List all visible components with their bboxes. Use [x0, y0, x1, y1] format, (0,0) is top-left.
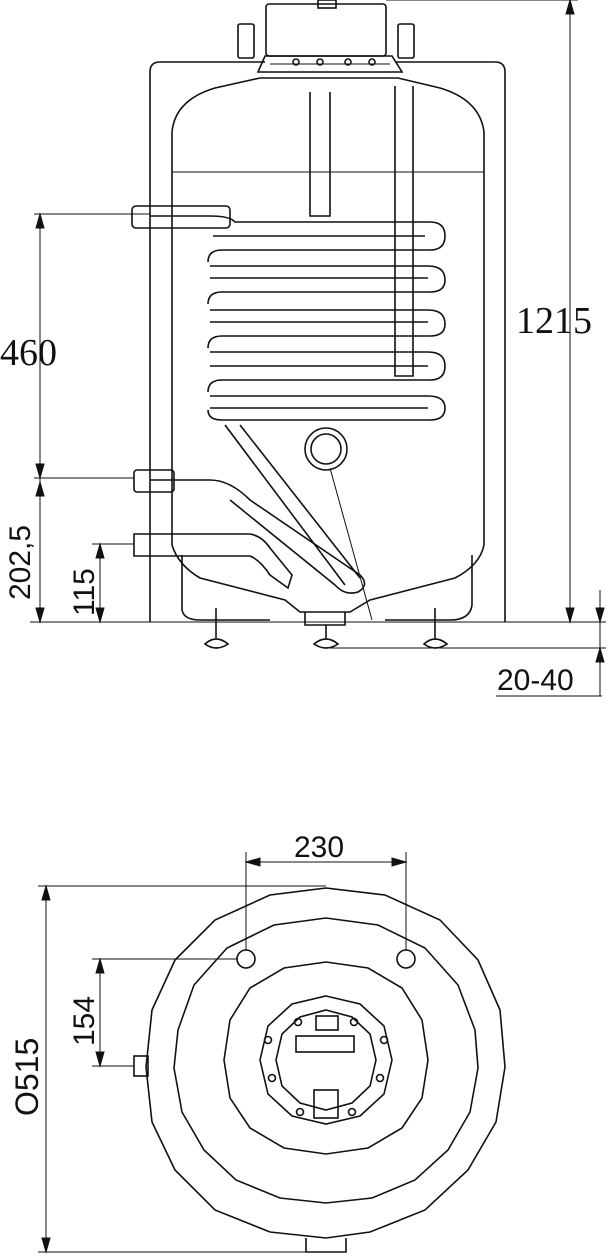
flange-bolt — [263, 1035, 273, 1045]
dim-label-height-total: 1215 — [516, 300, 592, 342]
heater-terminal — [313, 1089, 339, 1119]
flange-bolt — [293, 1017, 303, 1027]
dim-label-bottom-inlet: 115 — [68, 568, 101, 616]
top-outer-ring — [145, 887, 506, 1239]
top-connection-hole-left — [236, 949, 256, 969]
thermostat-block — [295, 1035, 355, 1053]
flange-bolt — [347, 1107, 357, 1117]
inspection-port-outer — [304, 427, 348, 471]
dim-label-connection-spacing: 230 — [294, 831, 344, 864]
sensor-tube — [394, 86, 414, 377]
dim-label-diameter: O515 — [9, 1038, 45, 1116]
top-connection-left — [237, 23, 255, 59]
top-connector-block — [315, 1015, 339, 1031]
dim-label-side-offset: 154 — [68, 996, 101, 1046]
dim-label-coil-spacing: 460 — [0, 332, 57, 374]
side-view — [131, 0, 506, 649]
flange-bolt — [267, 1073, 277, 1083]
base-skirt — [181, 555, 473, 621]
top-flange-inner — [275, 1009, 377, 1111]
dim-label-lower-outlet: 202,5 — [4, 525, 37, 600]
top-view-dimensions — [38, 852, 408, 1254]
bottom-drain — [304, 612, 346, 626]
foot-center — [312, 625, 340, 649]
flange-bolt — [379, 1035, 389, 1045]
foot-right — [422, 608, 449, 649]
flange-bolt — [295, 1107, 305, 1117]
dim-label-feet-adjust: 20-40 — [497, 664, 574, 697]
side-view-dimensions — [30, 0, 606, 697]
inspection-port-inner — [310, 433, 342, 465]
tank-outer-jacket — [149, 61, 506, 622]
top-inner-ring — [223, 961, 429, 1155]
flange-bolt — [349, 1017, 359, 1027]
bottom-inlet-pipe — [133, 533, 293, 590]
tank-inner-body — [171, 77, 485, 613]
coil-outlet-pipe — [133, 469, 175, 493]
flange-bolt — [375, 1073, 385, 1083]
top-view — [133, 887, 506, 1253]
anode-rod — [309, 92, 331, 217]
top-flange — [259, 995, 393, 1125]
foot-left — [203, 608, 230, 649]
top-connection-hole-right — [396, 949, 416, 969]
coil-inlet-pipe — [131, 205, 231, 229]
top-bottom-stub — [305, 1238, 347, 1253]
top-cap — [256, 0, 404, 73]
top-middle-ring — [173, 917, 479, 1204]
top-connection-right — [397, 23, 415, 59]
heating-coil — [150, 215, 446, 594]
